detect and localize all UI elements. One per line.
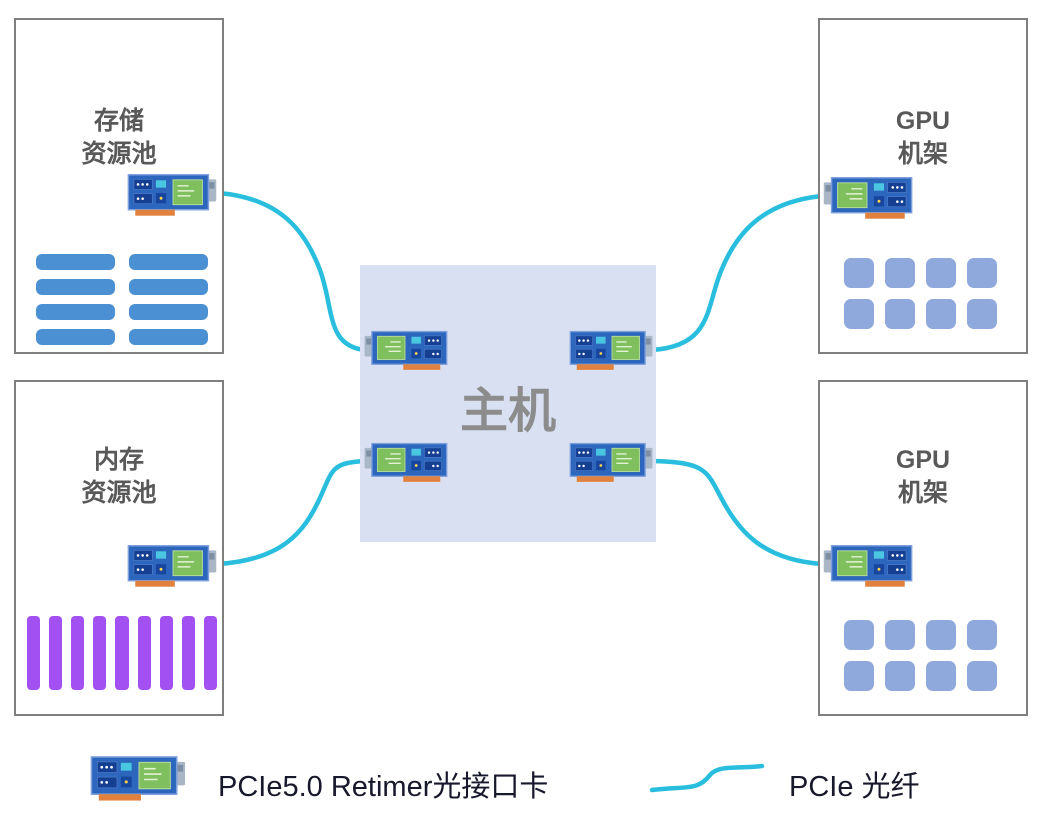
retimer-card-icon (90, 756, 186, 802)
storage-bar (36, 329, 115, 345)
memory-bar (181, 616, 195, 690)
storage-bar (36, 254, 115, 270)
memory-bars (27, 616, 217, 690)
storage-pool-label-line1: 存储 (93, 107, 144, 135)
gpu-square (926, 661, 956, 691)
retimer-card-icon (127, 545, 217, 588)
storage-bar (129, 279, 208, 295)
memory-pool-label: 内存 资源池 (16, 444, 222, 510)
storage-bar (36, 304, 115, 320)
gpu-square (926, 299, 956, 329)
fiber-memory-to-host (215, 458, 368, 567)
gpu-rack-bottom-label-line2: 机架 (897, 479, 948, 507)
gpu-square (844, 620, 874, 650)
gpu-rack-top-label-line2: 机架 (897, 140, 948, 168)
gpu-rack-top-label: GPU 机架 (820, 105, 1026, 171)
gpu-square (885, 661, 915, 691)
fiber-gputop-to-host (649, 193, 825, 353)
memory-bar (27, 616, 41, 690)
retimer-card-icon (127, 174, 217, 217)
retimer-card-icon (823, 177, 913, 220)
host-label: 主机 (459, 385, 556, 438)
gpu-rack-bottom-box: GPU 机架 (818, 380, 1028, 716)
legend-card-label: PCIe5.0 Retimer光接口卡 (218, 771, 549, 803)
gpu-square (885, 258, 915, 288)
retimer-card-icon (569, 442, 654, 483)
host-box: 主机 (360, 265, 656, 542)
storage-bar (129, 304, 208, 320)
gpu-rack-bottom-label-line1: GPU (895, 446, 951, 474)
memory-bar (137, 616, 151, 690)
memory-pool-label-line1: 内存 (93, 446, 144, 474)
gpu-rack-bottom-label: GPU 机架 (820, 444, 1026, 510)
gpu-square (844, 661, 874, 691)
fiber-storage-to-host (215, 190, 368, 353)
storage-pool-label: 存储 资源池 (16, 105, 222, 171)
gpu-square (885, 299, 915, 329)
gpu-square (967, 258, 997, 288)
gpu-square (967, 661, 997, 691)
memory-bar (93, 616, 107, 690)
retimer-card-icon (363, 442, 448, 483)
fiber-gpubottom-to-host (649, 458, 825, 567)
memory-bar (203, 616, 217, 690)
memory-bar (115, 616, 129, 690)
storage-bars (36, 254, 208, 345)
memory-bar (159, 616, 173, 690)
gpu-square (926, 258, 956, 288)
retimer-card-icon (823, 545, 913, 588)
gpu-square (926, 620, 956, 650)
gpu-square (885, 620, 915, 650)
retimer-card-icon (569, 330, 654, 371)
gpu-square (967, 299, 997, 329)
storage-pool-label-line2: 资源池 (81, 140, 157, 168)
storage-bar (129, 254, 208, 270)
memory-bar (49, 616, 63, 690)
retimer-card-icon (363, 330, 448, 371)
memory-pool-label-line2: 资源池 (81, 479, 157, 507)
pcie-fiber-curve-icon (649, 763, 765, 793)
legend-fiber-label: PCIe 光纤 (789, 771, 920, 803)
gpu-square (844, 299, 874, 329)
gpu-square (844, 258, 874, 288)
gpu-top-squares (844, 258, 997, 329)
gpu-bottom-squares (844, 620, 997, 691)
storage-bar (129, 329, 208, 345)
memory-bar (71, 616, 85, 690)
gpu-rack-top-label-line1: GPU (895, 107, 951, 135)
gpu-square (967, 620, 997, 650)
storage-bar (36, 279, 115, 295)
